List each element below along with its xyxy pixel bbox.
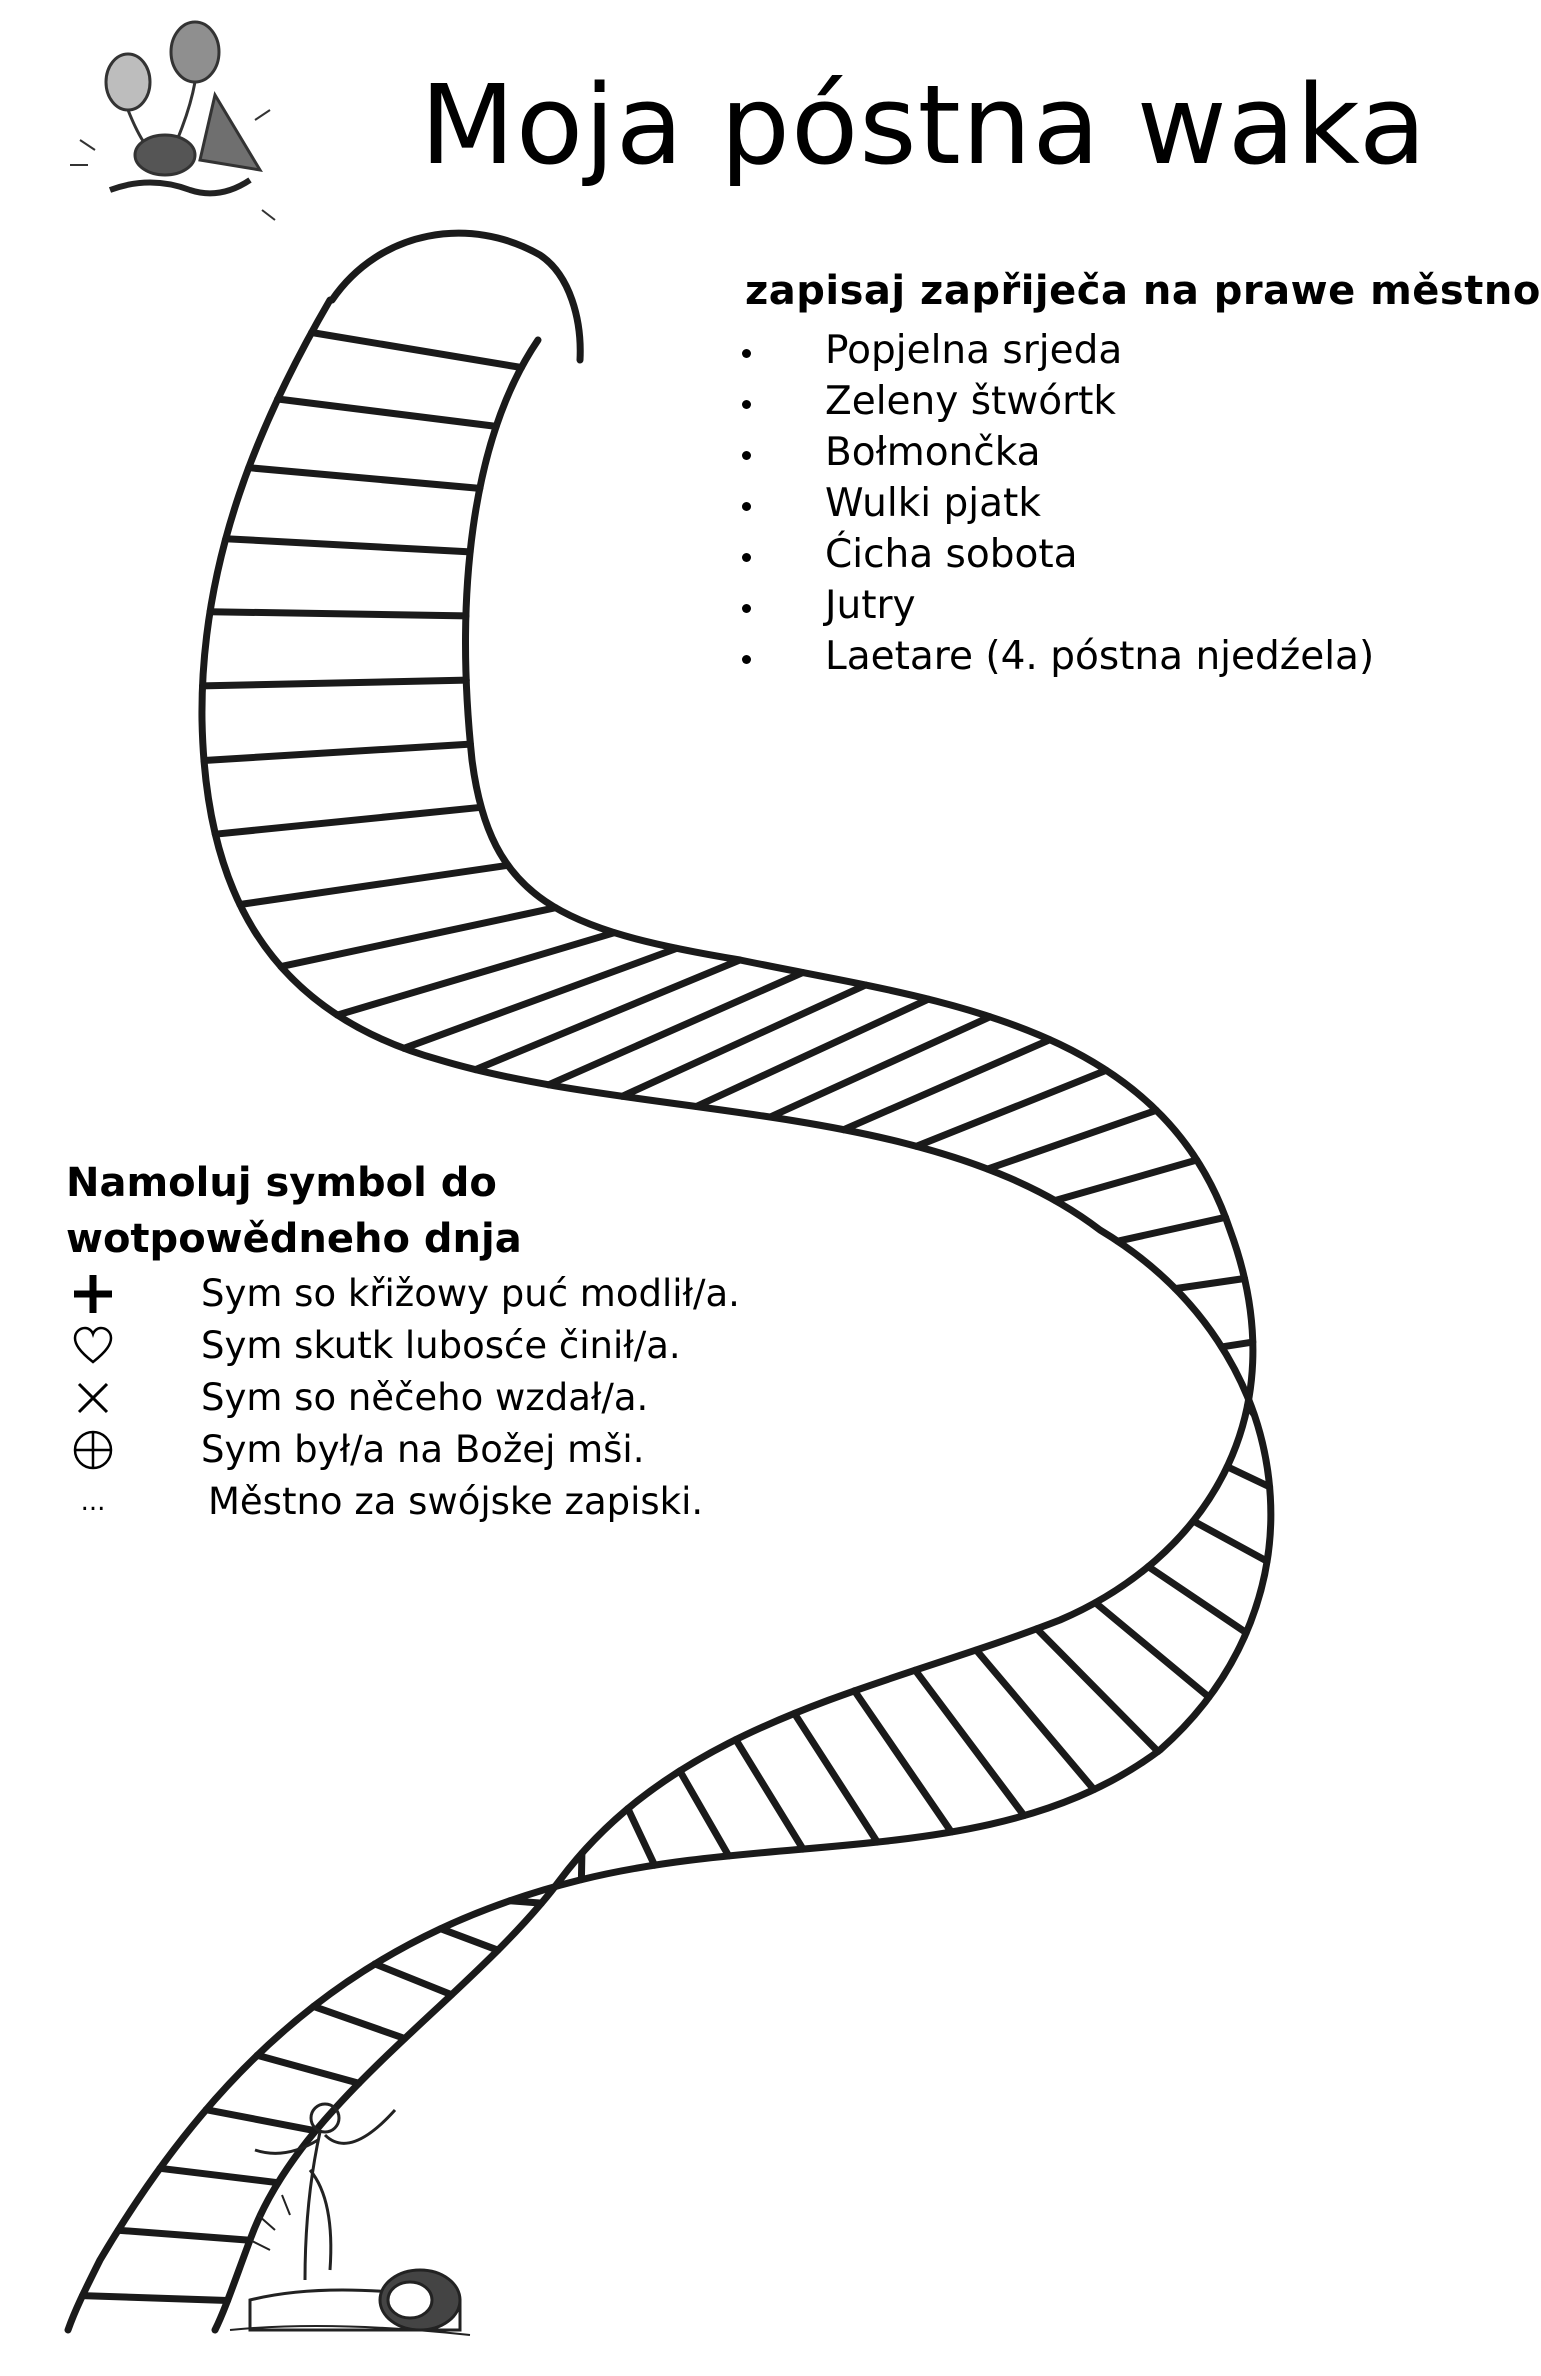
path-rung (472, 956, 744, 1074)
holiday-list: Popjelna srjeda Zeleny štwórtk Bołmončka… (742, 325, 1374, 682)
path-rung (156, 2164, 282, 2187)
path-rung (274, 395, 500, 430)
ellipsis-icon: ... (80, 1487, 106, 1517)
list-item: Popjelna srjeda (742, 325, 1374, 376)
legend-row: Sym skutk lubosće činił/a. (66, 1320, 766, 1372)
path-left-edge (64, 296, 1275, 2334)
page-title: Moja póstna waka (420, 61, 1428, 189)
path-rung (851, 1687, 955, 1836)
circle-cross-icon (66, 1424, 120, 1476)
path-rung (911, 1666, 1028, 1820)
path-rung (308, 329, 525, 371)
path-rung (1033, 1625, 1162, 1755)
path-rung (200, 740, 474, 764)
path-rung (310, 2002, 409, 2042)
legend-row: Sym był/a na Božej mši. (66, 1424, 766, 1476)
legend-row: Sym so křižowy puć modlił/a. (66, 1268, 766, 1320)
list-item: Jutry (742, 580, 1374, 631)
path-rung (206, 608, 470, 620)
path-rung (253, 2051, 363, 2087)
path-rung (577, 1849, 586, 1884)
path-right-edge (211, 336, 1257, 2334)
cross-icon (66, 1268, 120, 1320)
path-rung (913, 1066, 1110, 1150)
path-rungs (79, 329, 1274, 2304)
path-rung (114, 2226, 254, 2244)
winding-path (64, 229, 1275, 2334)
path-rung (79, 2292, 232, 2304)
path-rung (333, 929, 618, 1019)
legend-text: Městno za swójske zapiski. (208, 1480, 704, 1523)
path-rung (277, 904, 559, 971)
legend-text: Sym był/a na Božej mši. (201, 1428, 645, 1471)
path-rung (1189, 1517, 1271, 1565)
heart-icon (66, 1320, 120, 1372)
path-rung (790, 1709, 881, 1846)
path-rung (984, 1106, 1160, 1173)
legend-heading-line: wotpowědneho dnja (66, 1216, 522, 1262)
path-rung (1091, 1599, 1213, 1701)
path-rung (676, 1767, 733, 1860)
path-rung (1223, 1463, 1274, 1491)
list-item: Ćicha sobota (742, 529, 1374, 580)
list-item: Wulki pjatk (742, 478, 1374, 529)
path-rung (1218, 1338, 1257, 1351)
path-rung (545, 969, 807, 1089)
path-rung (245, 464, 484, 492)
legend-text: Sym so křižowy puć modlił/a. (201, 1272, 740, 1315)
path-rung (199, 676, 470, 690)
path-rung (618, 981, 870, 1100)
path-rung (840, 1036, 1054, 1134)
path-rung (1243, 1402, 1258, 1418)
path-rung (732, 1736, 807, 1853)
list-item: Zeleny štwórtk (742, 376, 1374, 427)
path-rung (400, 944, 681, 1052)
legend-text: Sym so něčeho wzdał/a. (201, 1376, 649, 1419)
legend-heading: Namoluj symbol do wotpowědneho dnja (66, 1155, 586, 1267)
path-rung (766, 1013, 994, 1121)
list-item: Laetare (4. póstna njedźela) (742, 631, 1374, 682)
legend-text: Sym skutk lubosće činił/a. (201, 1324, 681, 1367)
legend-row: ... Městno za swójske zapiski. (66, 1476, 766, 1528)
path-rung (1171, 1275, 1248, 1293)
path-rung (437, 1925, 502, 1954)
path-rung (624, 1805, 659, 1869)
path-rung (1114, 1213, 1229, 1245)
path-rung (1144, 1563, 1250, 1637)
risen-christ-tomb-illustration (229, 2102, 471, 2336)
x-icon (66, 1372, 120, 1424)
path-rung (972, 1646, 1098, 1794)
path-top-cap (328, 229, 584, 364)
carnival-balloons-illustration (70, 20, 276, 221)
instructions-heading: zapisaj zapřiječa na prawe městno (745, 268, 1541, 314)
legend-row: Sym so něčeho wzdał/a. (66, 1372, 766, 1424)
path-rung (222, 535, 474, 556)
legend-heading-line: Namoluj symbol do (66, 1160, 497, 1206)
list-item: Bołmončka (742, 427, 1374, 478)
path-rung (506, 1897, 545, 1907)
path-rung (692, 995, 932, 1110)
path-rung (236, 861, 512, 908)
path-rung (202, 2106, 320, 2135)
path-rung (211, 803, 485, 838)
path-rung (371, 1960, 456, 1999)
path-rung (1051, 1156, 1201, 1204)
